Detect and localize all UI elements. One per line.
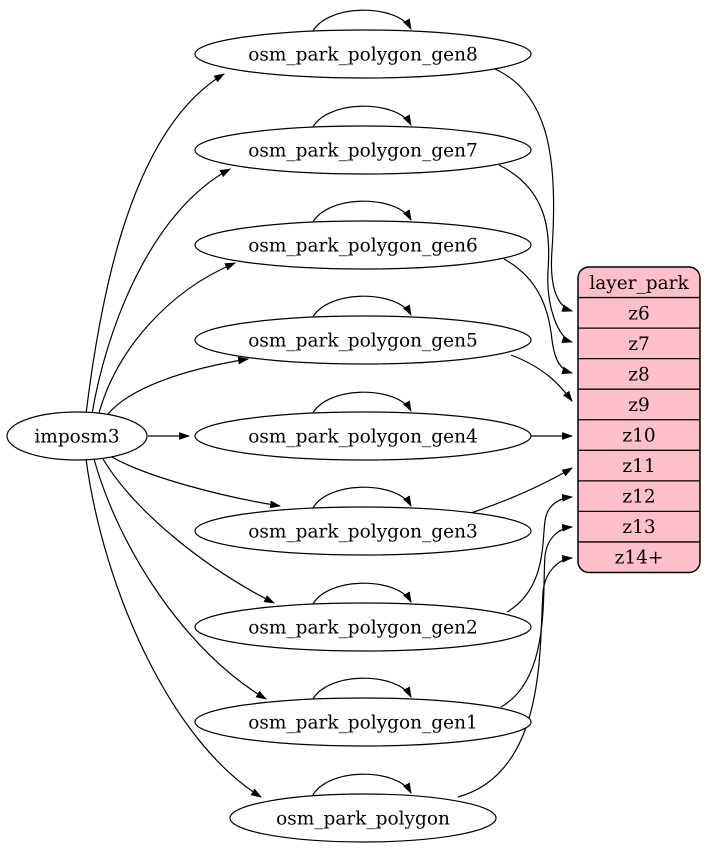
node-ellipse-osm_park_polygon_gen1 (194, 697, 532, 747)
node-ellipse-osm_park_polygon_gen7 (194, 125, 532, 175)
table-row-z6: z6 (628, 303, 650, 324)
edge-imposm3-to-osm_park_polygon_gen8 (85, 73, 225, 415)
node-label-osm_park_polygon_gen3: osm_park_polygon_gen3 (248, 522, 478, 543)
node-osm_park_polygon_gen6: osm_park_polygon_gen6 (194, 220, 532, 270)
node-label-osm_park_polygon_gen2: osm_park_polygon_gen2 (248, 618, 478, 639)
edge-osm_park_polygon_gen2-to-z12 (506, 493, 574, 613)
table-row-z14+: z14+ (615, 548, 664, 569)
edge-imposm3-to-osm_park_polygon_gen3 (111, 456, 282, 509)
edge-osm_park_polygon-to-z14+ (457, 554, 574, 798)
node-osm_park_polygon_gen5: osm_park_polygon_gen5 (194, 315, 532, 365)
node-ellipse-osm_park_polygon_gen6 (194, 220, 532, 270)
node-label-osm_park_polygon_gen5: osm_park_polygon_gen5 (248, 331, 478, 352)
table-title: layer_park (589, 273, 689, 294)
table-row-z8: z8 (628, 364, 650, 385)
table-row-z11: z11 (622, 456, 655, 477)
edge-osm_park_polygon_gen1-to-z13 (500, 523, 574, 708)
node-imposm3: imposm3 (6, 411, 148, 461)
node-ellipse-osm_park_polygon_gen8 (194, 29, 532, 79)
edge-osm_park_polygon_gen3-to-z11 (467, 467, 573, 515)
self-loop-osm_park_polygon (310, 773, 412, 800)
node-osm_park_polygon_gen7: osm_park_polygon_gen7 (194, 125, 532, 175)
edge-imposm3-to-osm_park_polygon_gen6 (98, 262, 237, 414)
node-label-osm_park_polygon_gen1: osm_park_polygon_gen1 (248, 713, 478, 734)
edge-imposm3-to-osm_park_polygon_gen1 (93, 458, 267, 700)
edge-osm_park_polygon_gen7-to-z7 (498, 164, 574, 343)
node-label-osm_park_polygon: osm_park_polygon (276, 809, 450, 830)
edge-osm_park_polygon_gen5-to-z9 (510, 354, 573, 402)
node-osm_park_polygon_gen3: osm_park_polygon_gen3 (194, 506, 532, 556)
edges-layer (85, 9, 574, 800)
self-loop-osm_park_polygon_gen2 (310, 582, 412, 609)
table-layer: layer_park z6 z7 z8 z9 z10 z11 z12 z13 z14+ (577, 266, 701, 574)
node-ellipse-osm_park_polygon_gen4 (194, 411, 532, 461)
self-loop-osm_park_polygon_gen6 (310, 200, 412, 227)
node-label-osm_park_polygon_gen4: osm_park_polygon_gen4 (248, 427, 478, 448)
node-osm_park_polygon_gen8: osm_park_polygon_gen8 (194, 29, 532, 79)
node-label-osm_park_polygon_gen6: osm_park_polygon_gen6 (248, 236, 478, 257)
node-label-osm_park_polygon_gen8: osm_park_polygon_gen8 (248, 45, 478, 66)
node-osm_park_polygon_gen4: osm_park_polygon_gen4 (194, 411, 532, 461)
edge-imposm3-to-osm_park_polygon_gen2 (102, 458, 275, 604)
node-ellipse-osm_park_polygon_gen3 (194, 506, 532, 556)
node-ellipse-osm_park_polygon_gen5 (194, 315, 532, 365)
self-loop-osm_park_polygon_gen4 (310, 391, 412, 418)
table-row-z7: z7 (628, 334, 650, 355)
table-row-z9: z9 (628, 395, 650, 416)
self-loop-osm_park_polygon_gen3 (310, 486, 412, 513)
table-row-z12: z12 (622, 487, 655, 508)
table-row-z13: z13 (622, 517, 655, 538)
node-osm_park_polygon_gen2: osm_park_polygon_gen2 (194, 602, 532, 652)
edge-osm_park_polygon_gen8-to-z6 (494, 68, 574, 312)
edge-osm_park_polygon_gen6-to-z8 (503, 258, 574, 375)
node-ellipse-osm_park_polygon (229, 793, 497, 843)
nodes-layer: imposm3 osm_park_polygon_gen8 osm_park_pol… (6, 29, 532, 843)
node-label-imposm3: imposm3 (34, 427, 119, 448)
self-loop-osm_park_polygon_gen1 (310, 677, 412, 704)
node-ellipse-osm_park_polygon_gen2 (194, 602, 532, 652)
node-osm_park_polygon_gen1: osm_park_polygon_gen1 (194, 697, 532, 747)
node-ellipse-imposm3 (6, 411, 148, 461)
edge-imposm3-to-osm_park_polygon_gen7 (91, 168, 231, 415)
self-loop-osm_park_polygon_gen8 (310, 9, 412, 36)
edge-imposm3-to-osm_park_polygon (85, 458, 262, 798)
table-row-z10: z10 (622, 426, 655, 447)
node-osm_park_polygon: osm_park_polygon (229, 793, 497, 843)
self-loop-osm_park_polygon_gen5 (310, 295, 412, 322)
node-label-osm_park_polygon_gen7: osm_park_polygon_gen7 (248, 141, 478, 162)
edge-imposm3-to-osm_park_polygon_gen5 (107, 356, 250, 415)
self-loop-osm_park_polygon_gen7 (310, 105, 412, 132)
